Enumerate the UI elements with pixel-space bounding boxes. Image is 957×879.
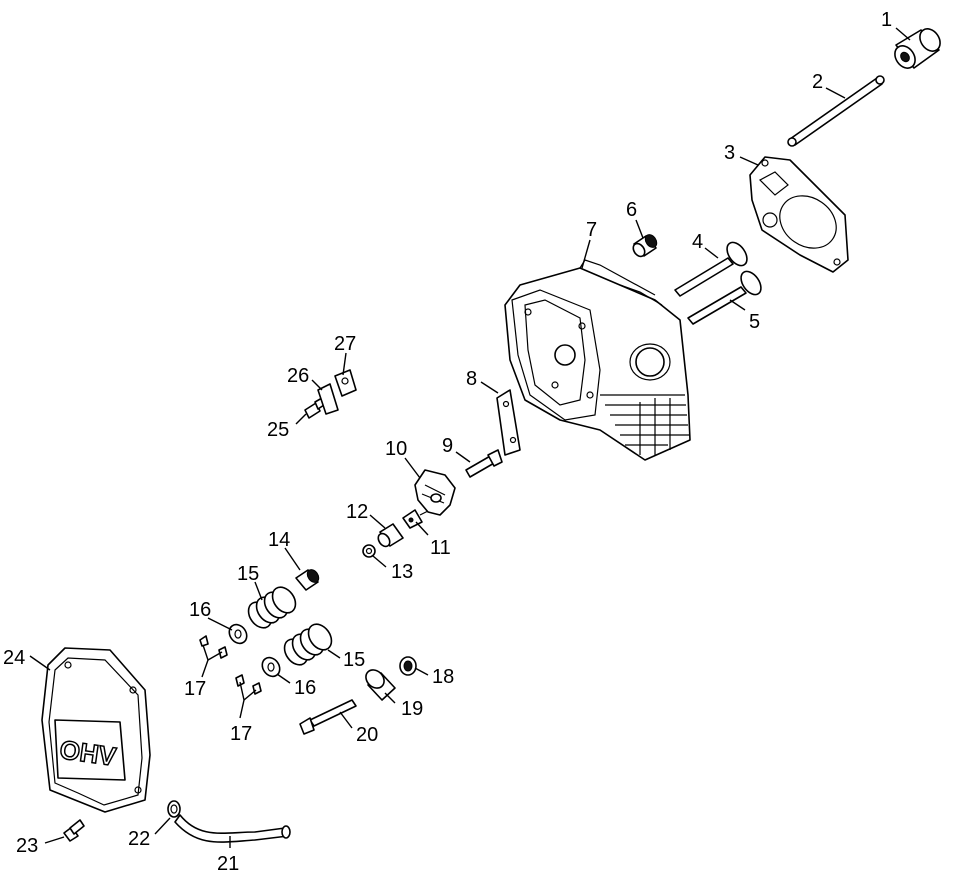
label-24: 24 — [3, 647, 25, 669]
label-5: 5 — [749, 311, 760, 333]
part-6-bushing — [632, 234, 658, 258]
label-18: 18 — [432, 666, 454, 688]
part-14-retainer — [295, 569, 320, 591]
part-17-keepers-upper — [199, 635, 228, 659]
label-19: 19 — [401, 698, 423, 720]
part-15-spring-lower — [283, 623, 333, 666]
part-19-spacer — [365, 669, 396, 701]
part-18-nut — [399, 656, 417, 676]
part-23-bolt — [63, 819, 85, 842]
label-7: 7 — [586, 219, 597, 241]
part-13-ring — [362, 544, 376, 558]
part-16-washer-lower — [261, 656, 281, 678]
part-24-valve-cover: OHV — [41, 647, 151, 813]
label-15-lower: 15 — [343, 649, 365, 671]
part-1-sleeve — [894, 28, 941, 69]
label-21: 21 — [217, 853, 239, 875]
label-14: 14 — [268, 529, 290, 551]
label-16-upper: 16 — [189, 599, 211, 621]
label-17-upper: 17 — [184, 678, 206, 700]
part-17-keepers-lower — [235, 674, 262, 695]
label-6: 6 — [626, 199, 637, 221]
label-9: 9 — [442, 435, 453, 457]
label-17-lower: 17 — [230, 723, 252, 745]
part-12-cap — [377, 523, 404, 548]
label-20: 20 — [356, 724, 378, 746]
part-27-clip — [334, 369, 357, 397]
part-26-bracket — [317, 383, 339, 415]
part-21-breather-hose — [174, 814, 291, 843]
part-20-bolt — [299, 699, 357, 735]
label-25: 25 — [267, 419, 289, 441]
part-10-rocker-arm — [414, 469, 456, 516]
part-9-stud — [465, 449, 503, 478]
part-22-clamp — [167, 800, 181, 818]
label-3: 3 — [724, 142, 735, 164]
label-4: 4 — [692, 231, 703, 253]
part-4-valve — [674, 241, 748, 297]
label-2: 2 — [812, 71, 823, 93]
part-2-push-rod — [787, 75, 885, 147]
leader-lines — [29, 27, 911, 848]
label-10: 10 — [385, 438, 407, 460]
label-26: 26 — [287, 365, 309, 387]
label-16-lower: 16 — [294, 677, 316, 699]
label-22: 22 — [128, 828, 150, 850]
part-7-cylinder-head — [504, 259, 691, 461]
part-16-washer-upper — [228, 623, 248, 645]
part-11-pivot — [402, 509, 429, 529]
callout-labels: 1 2 3 4 5 6 7 8 9 10 11 12 13 14 15 15 1… — [3, 9, 892, 875]
label-1: 1 — [881, 9, 892, 31]
part-5-valve — [687, 270, 762, 325]
part-8-plate — [496, 389, 521, 456]
label-11: 11 — [430, 537, 451, 559]
label-15-upper: 15 — [237, 563, 259, 585]
label-27: 27 — [334, 333, 356, 355]
label-12: 12 — [346, 501, 368, 523]
part-15-spring-upper — [247, 586, 297, 629]
label-8: 8 — [466, 368, 477, 390]
label-23: 23 — [16, 835, 38, 857]
part-3-head-gasket — [749, 156, 849, 273]
label-13: 13 — [391, 561, 413, 583]
